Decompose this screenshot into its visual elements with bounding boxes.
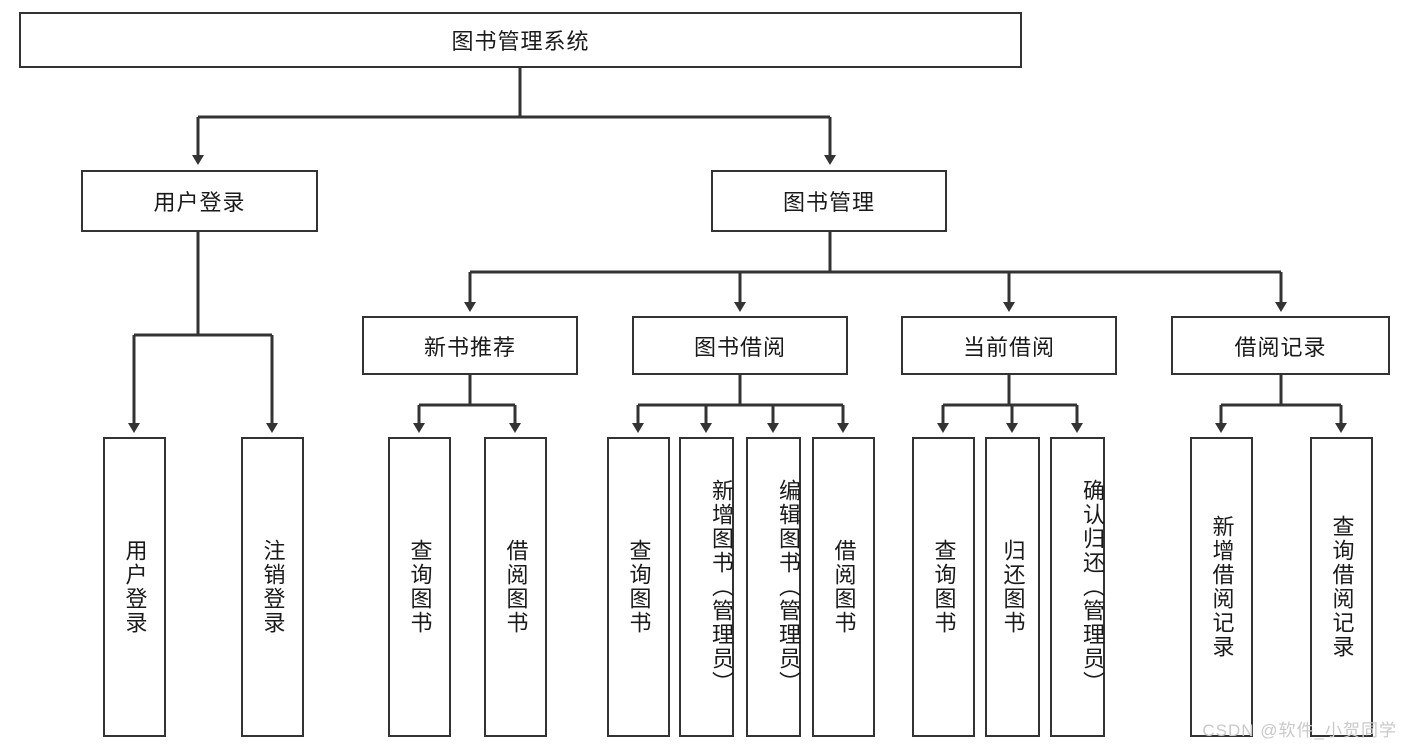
node-book-borrow[interactable]: 图书借阅: [632, 316, 848, 375]
leaf-edit-book-label: 编辑图书（管理员）: [776, 479, 801, 695]
node-user-login-label: 用户登录: [153, 190, 246, 215]
leaf-query-book-cur[interactable]: 查询图书: [912, 437, 975, 737]
node-user-login[interactable]: 用户登录: [81, 170, 318, 232]
leaf-borrow-book[interactable]: 借阅图书: [812, 437, 875, 737]
leaf-user-logout[interactable]: 注销登录: [241, 437, 304, 737]
leaf-user-login[interactable]: 用户登录: [103, 437, 166, 737]
node-new-book-recommend-label: 新书推荐: [423, 334, 516, 360]
node-book-manage[interactable]: 图书管理: [711, 170, 947, 232]
node-root-label: 图书管理系统: [451, 29, 590, 54]
leaf-add-book-label: 新增图书（管理员）: [709, 479, 734, 695]
leaf-borrow-book-rec-label: 借阅图书: [503, 539, 529, 635]
node-current-borrow-label: 当前借阅: [962, 334, 1055, 360]
leaf-query-record[interactable]: 查询借阅记录: [1310, 437, 1373, 737]
node-borrow-record[interactable]: 借阅记录: [1171, 316, 1390, 375]
node-root[interactable]: 图书管理系统: [19, 12, 1022, 68]
watermark: CSDN @软件_小贺同学: [1202, 721, 1397, 740]
node-new-book-recommend[interactable]: 新书推荐: [362, 316, 578, 375]
leaf-query-book-rec-label: 查询图书: [407, 539, 433, 635]
leaf-user-logout-label: 注销登录: [260, 539, 286, 635]
leaf-query-record-label: 查询借阅记录: [1329, 515, 1355, 659]
node-borrow-record-label: 借阅记录: [1234, 334, 1327, 360]
leaf-query-book-borrow[interactable]: 查询图书: [607, 437, 670, 737]
leaf-edit-book[interactable]: 编辑图书（管理员）: [746, 437, 801, 737]
leaf-user-login-label: 用户登录: [122, 539, 148, 635]
node-current-borrow[interactable]: 当前借阅: [901, 316, 1117, 375]
leaf-query-book-rec[interactable]: 查询图书: [388, 437, 451, 737]
node-book-manage-label: 图书管理: [782, 190, 875, 215]
leaf-query-book-cur-label: 查询图书: [931, 539, 957, 635]
leaf-add-record[interactable]: 新增借阅记录: [1190, 437, 1253, 737]
leaf-query-book-borrow-label: 查询图书: [626, 539, 652, 635]
leaf-add-book[interactable]: 新增图书（管理员）: [679, 437, 734, 737]
leaf-borrow-book-label: 借阅图书: [831, 539, 857, 635]
leaf-return-book-label: 归还图书: [1000, 539, 1026, 635]
node-book-borrow-label: 图书借阅: [693, 334, 786, 360]
leaf-add-record-label: 新增借阅记录: [1209, 515, 1235, 659]
leaf-return-book[interactable]: 归还图书: [985, 437, 1040, 737]
leaf-confirm-return-label: 确认归还（管理员）: [1080, 479, 1105, 695]
leaf-borrow-book-rec[interactable]: 借阅图书: [484, 437, 547, 737]
leaf-confirm-return[interactable]: 确认归还（管理员）: [1050, 437, 1105, 737]
